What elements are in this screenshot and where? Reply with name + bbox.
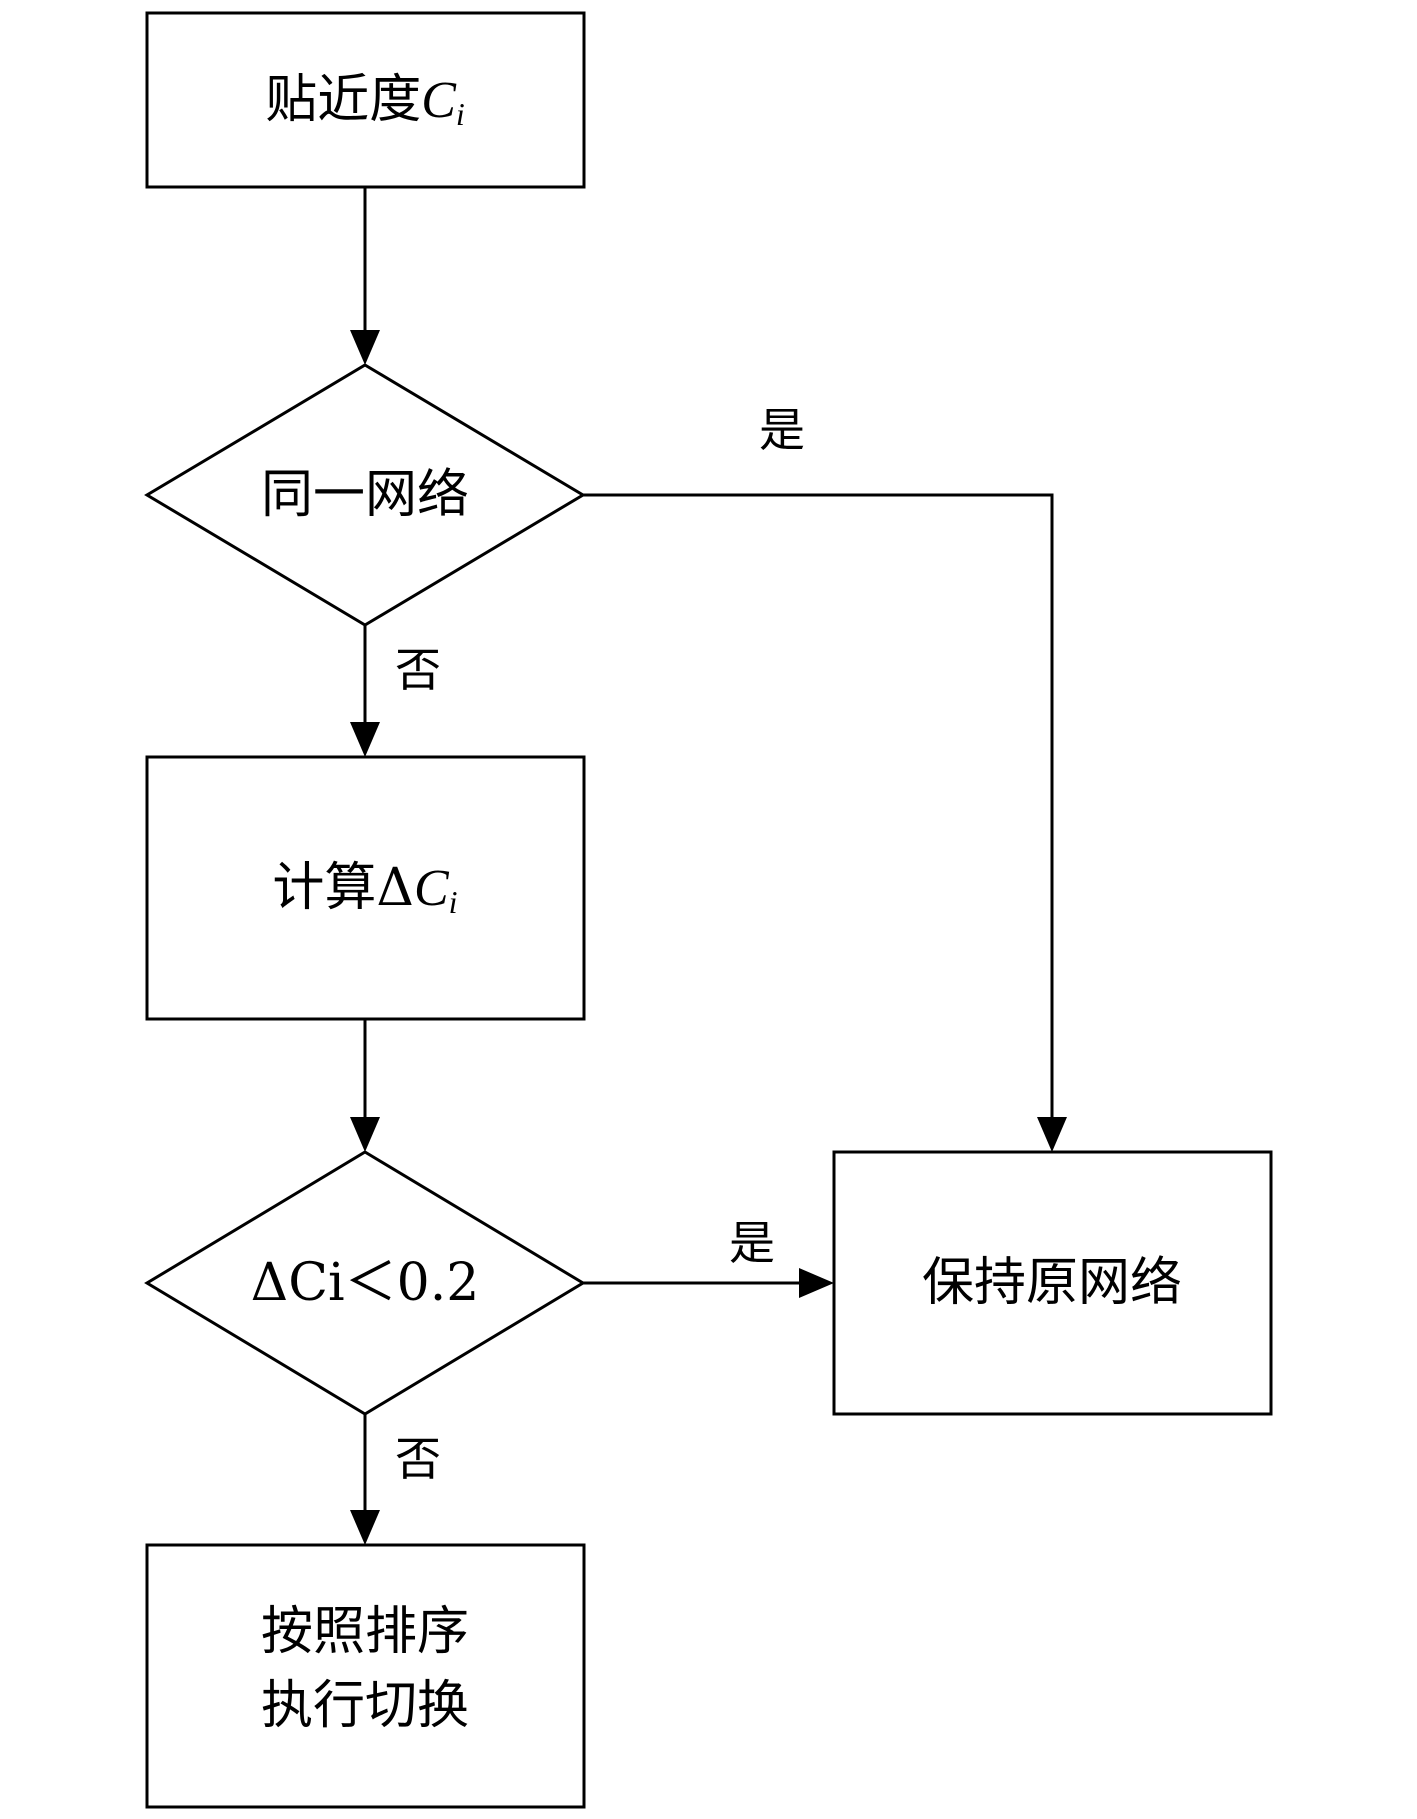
keep-network-label: 保持原网络 <box>922 1253 1182 1313</box>
threshold-no-label: 否 <box>395 1432 441 1486</box>
arrowhead <box>350 330 380 365</box>
arrowhead <box>350 722 380 757</box>
arrowhead <box>1037 1117 1067 1152</box>
keep-network-node: 保持原网络 <box>832 1150 1273 1416</box>
svg-text:计算ΔCi: 计算ΔCi <box>272 858 457 920</box>
same-network-no-label: 否 <box>395 643 441 697</box>
edge-start-to-decision <box>350 187 380 365</box>
start-node: 贴近度Ci <box>145 11 586 189</box>
edge-threshold-no: 否 <box>350 1414 441 1545</box>
arrowhead <box>799 1268 834 1298</box>
start-node-subscript: i <box>456 96 465 132</box>
threshold-decision: ΔCi＜0.2 <box>144 1150 586 1416</box>
edge-threshold-yes: 是 <box>583 1216 834 1298</box>
compute-node-subscript: i <box>449 884 458 920</box>
handover-label-line2: 执行切换 <box>261 1676 469 1736</box>
same-network-yes-label: 是 <box>759 403 805 457</box>
handover-node: 按照排序 执行切换 <box>145 1543 586 1809</box>
edge-same-network-yes: 是 <box>583 403 1067 1152</box>
edge-compute-to-threshold <box>350 1019 380 1152</box>
arrowhead <box>350 1510 380 1545</box>
start-node-label: 贴近度 <box>265 70 421 130</box>
svg-text:贴近度Ci: 贴近度Ci <box>265 70 465 132</box>
start-node-math: C <box>421 72 457 129</box>
same-network-decision: 同一网络 <box>144 363 586 627</box>
edge-same-network-no: 否 <box>350 625 441 757</box>
threshold-yes-label: 是 <box>729 1216 775 1270</box>
handover-label-line1: 按照排序 <box>261 1602 469 1662</box>
compute-node: 计算ΔCi <box>145 755 586 1021</box>
threshold-decision-label: ΔCi＜0.2 <box>251 1253 480 1313</box>
arrowhead <box>350 1117 380 1152</box>
same-network-decision-label: 同一网络 <box>261 465 469 525</box>
compute-node-math: C <box>414 860 450 917</box>
compute-node-label: 计算Δ <box>272 858 414 918</box>
